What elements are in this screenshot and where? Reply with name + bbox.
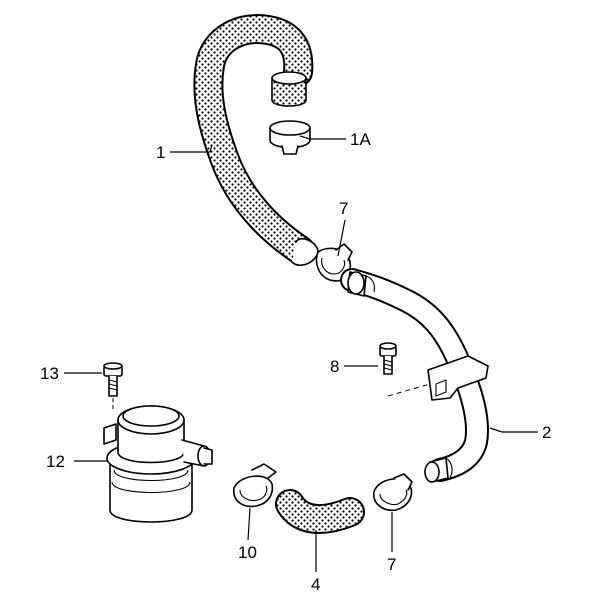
clamp-10	[233, 463, 277, 508]
callout-7-upper: 7	[339, 199, 348, 218]
bolt-8	[379, 342, 397, 375]
callout-2: 2	[542, 423, 551, 442]
bolt-13	[103, 362, 123, 412]
callout-7-lower: 7	[387, 555, 396, 574]
hose-1-lower-end	[291, 237, 319, 267]
hose-4	[275, 489, 365, 534]
callout-1A: 1A	[350, 130, 371, 149]
clamp-7-lower	[373, 473, 413, 512]
callout-13: 13	[40, 364, 59, 383]
hose-1	[193, 14, 315, 265]
housing-12	[103, 405, 213, 523]
leader-lines	[64, 135, 538, 572]
callout-1: 1	[156, 143, 165, 162]
clamp-1A	[269, 120, 311, 155]
hose-1-end-sleeve	[271, 71, 307, 107]
callout-10: 10	[238, 543, 257, 562]
callout-4: 4	[311, 575, 320, 594]
callout-8: 8	[330, 357, 339, 376]
callout-12: 12	[46, 452, 65, 471]
bracket	[387, 355, 489, 401]
